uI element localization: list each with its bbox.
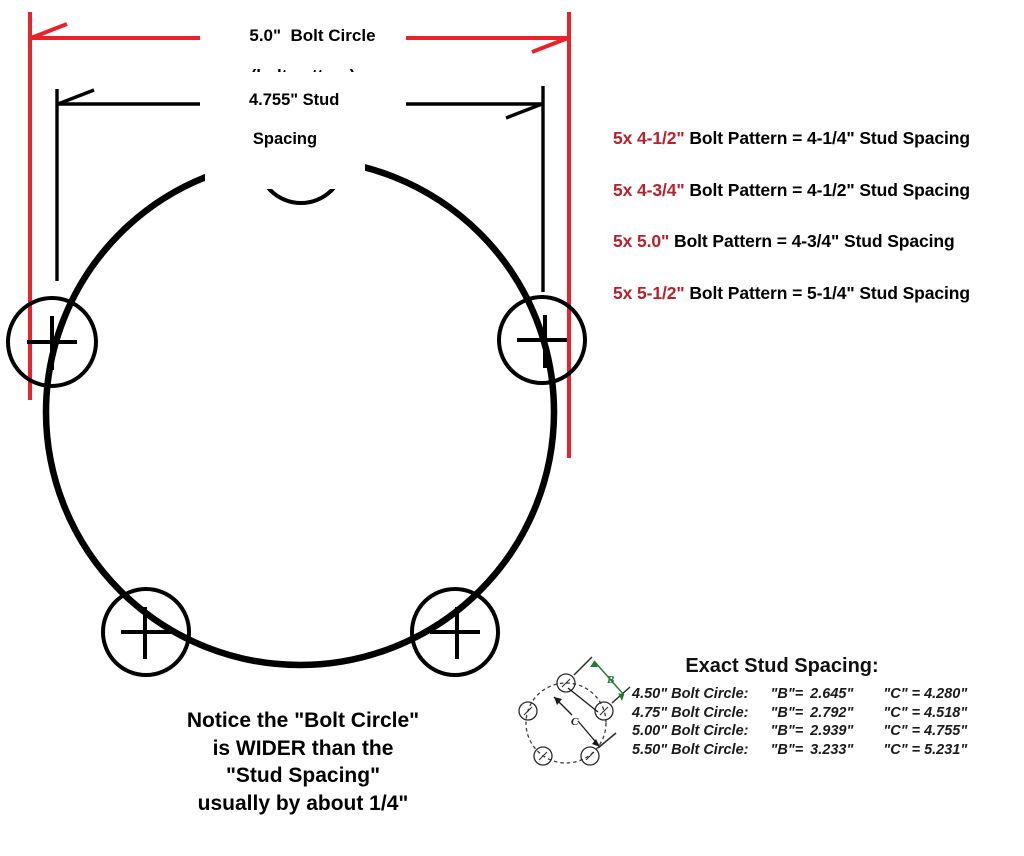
inset-c-dimension [553, 687, 601, 748]
cell-b-label: "B"= [770, 742, 804, 759]
notice-line-3: "Stud Spacing" [225, 764, 381, 788]
bolt-circle-path [42, 155, 558, 669]
cell-bolt-circle: 4.50" Bolt Circle: [632, 686, 749, 702]
bolt-pattern-equation-list: 5x 4-1/2" Bolt Pattern = 4-1/4" Stud Spa… [613, 128, 1018, 336]
stud-spacing-dimension-line1: 4.755" Stud [248, 91, 340, 110]
equation-result: Bolt Pattern = 4-1/4" Stud Spacing [684, 128, 970, 148]
inset-b-dimension [590, 660, 625, 701]
stud-spacing-dimension-label: 4.755" Stud Spacing [205, 72, 365, 189]
cell-c-value: "C" = 4.755" [883, 723, 968, 740]
equation-pattern: 5x 5.0" [613, 231, 670, 251]
equation-row: 5x 4-1/2" Bolt Pattern = 4-1/4" Stud Spa… [613, 128, 1018, 148]
stud-spacing-arrowhead-left [57, 88, 95, 106]
cell-b-value: 2.792" [810, 704, 854, 721]
cell-b-value: 2.939" [810, 723, 854, 740]
equation-pattern: 5x 5-1/2" [613, 282, 685, 303]
inset-b-label: B [606, 674, 614, 686]
table-row: 5.50" Bolt Circle: "B"= 3.233" "C" = 5.2… [632, 742, 967, 761]
cell-bolt-circle: 4.75" Bolt Circle: [632, 704, 749, 721]
equation-row: 5x 5.0" Bolt Pattern = 4-3/4" Stud Spaci… [613, 231, 1018, 251]
bolt-circle-arrowhead-right [531, 36, 569, 54]
notice-line-1: Notice the "Bolt Circle" [186, 709, 420, 732]
equation-result: Bolt Pattern = 5-1/4" Stud Spacing [684, 282, 970, 303]
notice-line-4: usually by about 1/4" [197, 792, 409, 816]
equation-row: 5x 4-3/4" Bolt Pattern = 4-1/2" Stud Spa… [613, 179, 1018, 200]
equation-result: Bolt Pattern = 4-1/2" Stud Spacing [684, 179, 970, 200]
notice-caption: Notice the "Bolt Circle" is WIDER than t… [108, 707, 498, 818]
lug-hole-left-upper [6, 296, 98, 388]
lug-hole-right-upper [497, 295, 587, 385]
inset-bolt-pattern-diagram: B C [518, 656, 631, 766]
cell-c-value: "C" = 5.231" [883, 742, 968, 759]
table-row: 5.00" Bolt Circle: "B"= 2.939" "C" = 4.7… [632, 723, 967, 742]
inset-lug-holes [518, 673, 614, 766]
cell-bolt-circle: 5.50" Bolt Circle: [632, 742, 749, 759]
equation-result: Bolt Pattern = 4-3/4" Stud Spacing [669, 231, 955, 251]
cell-c-value: "C" = 4.518" [883, 704, 968, 721]
lug-holes-group [6, 115, 587, 677]
cell-b-label: "B"= [770, 704, 804, 721]
equation-pattern: 5x 4-1/2" [613, 128, 685, 148]
cell-bolt-circle: 5.00" Bolt Circle: [632, 723, 749, 740]
stud-spacing-arrowhead-right [505, 102, 543, 120]
cell-b-label: "B"= [770, 686, 804, 702]
inset-lug-ticks [523, 678, 609, 761]
cell-c-value: "C" = 4.280" [883, 686, 968, 702]
table-row: 4.75" Bolt Circle: "B"= 2.792" "C" = 4.5… [632, 705, 967, 724]
cell-b-value: 3.233" [810, 742, 854, 759]
bolt-circle-arrowhead-left [30, 22, 68, 40]
lug-hole-right-lower [410, 587, 500, 677]
exact-stud-spacing-title: Exact Stud Spacing: [685, 655, 879, 677]
notice-line-2: is WIDER than the [212, 736, 394, 760]
cell-b-label: "B"= [770, 723, 804, 740]
lug-hole-left-lower [101, 587, 191, 677]
cell-b-value: 2.645" [810, 686, 854, 702]
equation-pattern: 5x 4-3/4" [613, 179, 685, 200]
stud-spacing-dimension-line2: Spacing [252, 130, 318, 149]
exact-stud-spacing-table: 4.50" Bolt Circle: "B"= 2.645" "C" = 4.2… [632, 686, 967, 761]
exact-stud-spacing-block: Exact Stud Spacing: 4.50" Bolt Circle: "… [632, 655, 1024, 761]
inset-c-label: C [571, 716, 579, 728]
bolt-circle-dimension-line1: 5.0" Bolt Circle [249, 26, 376, 46]
table-row: 4.50" Bolt Circle: "B"= 2.645" "C" = 4.2… [632, 686, 967, 705]
equation-row: 5x 5-1/2" Bolt Pattern = 5-1/4" Stud Spa… [613, 282, 1018, 303]
inset-bolt-circle [525, 682, 607, 764]
